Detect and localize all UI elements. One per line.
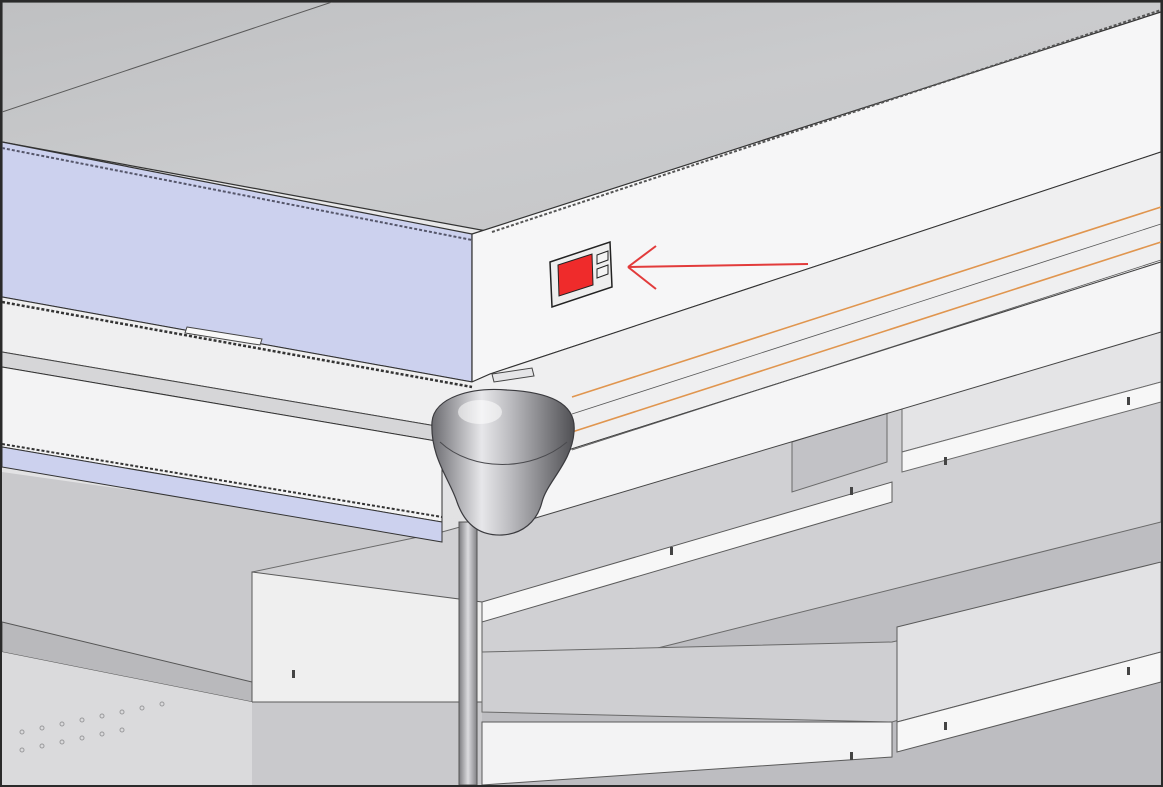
front-rail bbox=[2, 151, 1161, 543]
lower-shelf-area bbox=[2, 331, 1161, 785]
cabinet-top-surface bbox=[2, 2, 1161, 233]
controller-display-icon bbox=[549, 240, 613, 309]
corner-knob bbox=[431, 388, 575, 536]
support-pole bbox=[458, 521, 478, 785]
arrow-left-icon bbox=[627, 245, 809, 290]
